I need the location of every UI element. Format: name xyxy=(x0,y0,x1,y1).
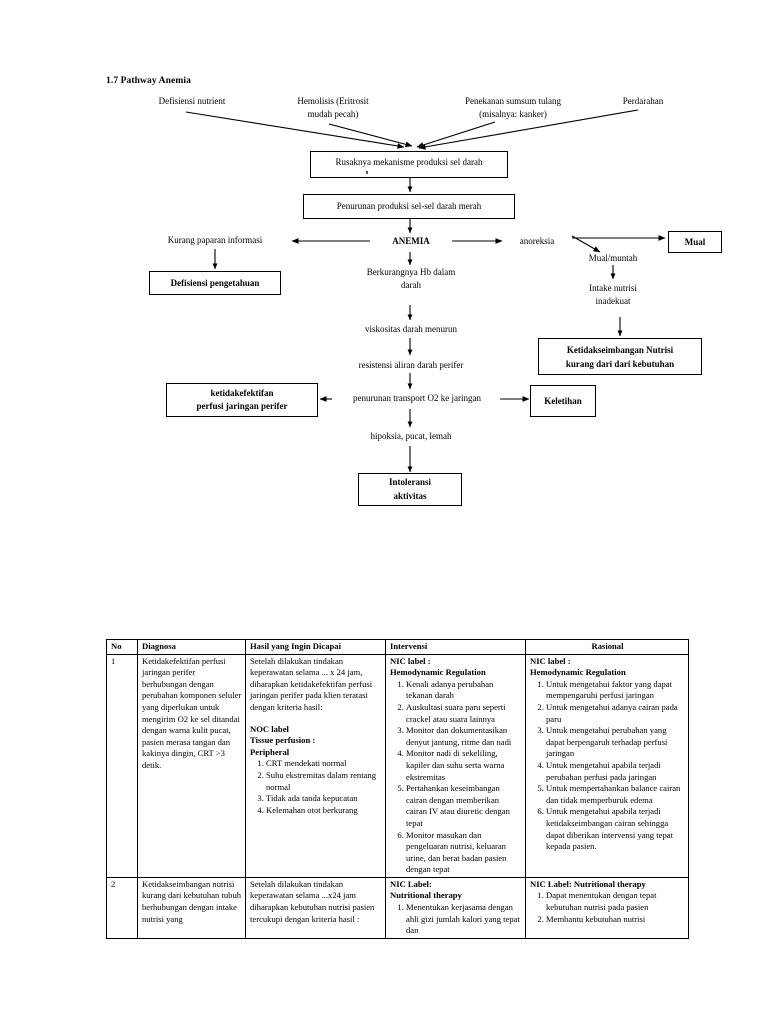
pathway-node-berkurangnya-hb: Berkurangnya Hb dalam darah xyxy=(366,267,456,290)
rasional-list: Dapat menentukan dengan tepat kebutuhan … xyxy=(530,890,685,925)
rasional-list: Untuk mengetahui faktor yang dapat mempe… xyxy=(530,679,685,853)
cell-hasil: Setelah dilakukan tindakan keperawatan s… xyxy=(245,653,386,878)
pathway-node-penurunan-transport-o2: penurunan transport O2 ke jaringan xyxy=(353,393,481,403)
pathway-node-mual: Mual xyxy=(668,231,722,253)
nic-label-line-1: NIC Label: xyxy=(390,878,432,889)
list-item: Untuk mengetahui adanya cairan pada paru xyxy=(546,702,685,725)
spacer xyxy=(250,714,382,724)
list-item: Untuk mengetahui apabila terjadi ketidak… xyxy=(546,806,685,852)
list-item: Untuk mengetahui faktor yang dapat mempe… xyxy=(546,679,685,702)
list-item: CRT mendekati normal xyxy=(266,758,382,770)
pathway-node-ketidakseimbangan-nutrisi: Ketidakseimbangan Nutrisi kurang dari da… xyxy=(538,338,702,375)
column-header-intervensi: Intervensi xyxy=(385,639,526,655)
intervensi-list: Kenali adanya perubahan tekanan darah Au… xyxy=(390,679,522,876)
cell-intervensi: NIC label : Hemodynamic Regulation Kenal… xyxy=(385,653,526,878)
rasional-label-line-1: NIC Label: Nutritional therapy xyxy=(530,878,646,889)
pathway-node-defisiensi-nutrient: Defisiensi nutrient xyxy=(158,96,226,106)
pathway-node-viskositas-darah-menurun: viskositas darah menurun xyxy=(365,324,457,334)
pathway-flowchart: Defisiensi nutrient Hemolisis (Eritrosit… xyxy=(149,96,722,506)
cell-rasional: NIC label : Hemodynamic Regulation Untuk… xyxy=(525,653,689,878)
flowchart-connectors xyxy=(185,109,666,473)
list-item: Untuk mengetahui apabila terjadi perubah… xyxy=(546,760,685,783)
list-item: Monitor nadi di sekeliling, kapiler dan … xyxy=(406,748,522,783)
column-header-diagnosa: Diagnosa xyxy=(137,639,246,655)
care-plan-table: No Diagnosa Hasil yang Ingin Dicapai Int… xyxy=(106,639,689,939)
table-header-row: No Diagnosa Hasil yang Ingin Dicapai Int… xyxy=(106,639,689,655)
column-header-no: No xyxy=(106,639,138,655)
pathway-node-mual-muntah: Mual/muntah xyxy=(588,253,638,263)
table-row: 1 Ketidakefektifan perfusi jaringan peri… xyxy=(106,653,689,878)
list-item: Auskultasi suara paru seperti crackel at… xyxy=(406,702,522,725)
pathway-node-intoleransi-aktivitas: Intoleransi aktivitas xyxy=(358,473,462,506)
list-item: Monitor dan dokumentasikan denyut jantun… xyxy=(406,725,522,748)
pathway-node-intake-nutrisi-inadekuat: Intake nutrisi inadekuat xyxy=(589,283,637,306)
scan-artifact-dot xyxy=(366,171,368,174)
cell-no: 2 xyxy=(106,876,138,939)
list-item: Tidak ada tanda kepucatan xyxy=(266,793,382,805)
nic-label-line-2: Hemodynamic Regulation xyxy=(390,667,486,678)
list-item: Monitor masukan dan pengeluaran nutrisi,… xyxy=(406,830,522,876)
hasil-intro: Setelah dilakukan tindakan keperawatan s… xyxy=(250,655,373,712)
pathway-node-keletihan: Keletihan xyxy=(530,385,596,417)
pathway-node-penekanan-sumsum-tulang: Penekanan sumsum tulang (misalnya: kanke… xyxy=(465,96,561,119)
pathway-node-hipoksia-pucat-lemah: hipoksia, pucat, lemah xyxy=(370,431,452,441)
table-row: 2 Ketidakseimbangan nutrisi kurang dari … xyxy=(106,876,689,939)
rasional-label-line-1: NIC label : xyxy=(530,655,571,666)
cell-intervensi: NIC Label: Nutritional therapy Menentuka… xyxy=(385,876,526,939)
page-title: 1.7 Pathway Anemia xyxy=(106,76,191,86)
cell-diagnosa: Ketidakefektifan perfusi jaringan perife… xyxy=(137,653,246,878)
pathway-node-penurunan-produksi: Penurunan produksi sel-sel darah merah xyxy=(303,194,515,219)
column-header-rasional: Rasional xyxy=(525,639,689,655)
rasional-label-line-2: Hemodynamic Regulation xyxy=(530,667,626,678)
pathway-node-anemia: ANEMIA xyxy=(392,236,430,246)
pathway-node-perdarahan: Perdarahan xyxy=(622,96,664,106)
list-item: Kelemahan otot berkurang xyxy=(266,805,382,817)
nic-label-line-1: NIC label : xyxy=(390,655,431,666)
pathway-node-resistensi-aliran-darah: resistensi aliran darah perifer xyxy=(358,360,464,370)
cell-rasional: NIC Label: Nutritional therapy Dapat men… xyxy=(525,876,689,939)
list-item: Menentukan kerjasama dengan ahli gizi ju… xyxy=(406,902,522,937)
hasil-criteria-list: CRT mendekati normal Suhu ekstremitas da… xyxy=(250,758,382,816)
list-item: Pertahankan keseimbangan cairan dengan m… xyxy=(406,783,522,829)
list-item: Untuk mengetahui perubahan yang dapat be… xyxy=(546,725,685,760)
pathway-node-rusaknya-mekanisme: Rusaknya mekanisme produksi sel darah xyxy=(310,151,508,178)
list-item: Membantu kebutuhan nutrisi xyxy=(546,914,685,926)
list-item: Dapat menentukan dengan tepat kebutuhan … xyxy=(546,890,685,913)
noc-label-line-2: Tissue perfusion : xyxy=(250,735,316,746)
hasil-intro: Setelah dilakukan tindakan keperawatan s… xyxy=(250,878,375,924)
cell-no: 1 xyxy=(106,653,138,878)
list-item: Kenali adanya perubahan tekanan darah xyxy=(406,679,522,702)
column-header-hasil: Hasil yang Ingin Dicapai xyxy=(245,639,386,655)
pathway-node-hemolisis: Hemolisis (Eritrosit mudah pecah) xyxy=(297,96,369,119)
noc-label-line-3: Peripheral xyxy=(250,746,290,757)
cell-diagnosa: Ketidakseimbangan nutrisi kurang dari ke… xyxy=(137,876,246,939)
noc-label-line-1: NOC label xyxy=(250,723,289,734)
list-item: Suhu ekstremitas dalam rentang normal xyxy=(266,770,382,793)
pathway-node-kurang-paparan-informasi: Kurang paparan informasi xyxy=(167,235,263,245)
cell-hasil: Setelah dilakukan tindakan keperawatan s… xyxy=(245,876,386,939)
list-item: Untuk mempertahankan balance cairan dan … xyxy=(546,783,685,806)
pathway-node-defisiensi-pengetahuan: Defisiensi pengetahuan xyxy=(149,271,281,295)
pathway-node-anoreksia: anoreksia xyxy=(519,236,555,246)
nic-label-line-2: Nutritional therapy xyxy=(390,890,462,901)
pathway-node-ketidakefektifan-perfusi: ketidakefektifan perfusi jaringan perife… xyxy=(166,383,318,417)
intervensi-list: Menentukan kerjasama dengan ahli gizi ju… xyxy=(390,902,522,937)
